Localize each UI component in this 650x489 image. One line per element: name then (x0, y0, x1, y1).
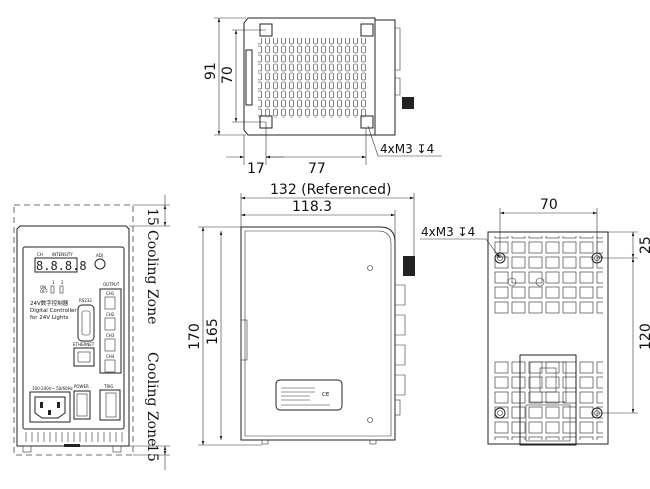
back-grid-bottom (493, 360, 603, 440)
front-view-panel-switch-1: 1 (52, 280, 55, 285)
dip-switch-1[interactable] (50, 285, 55, 294)
output-channels: CH1 CH2 CH3 CH4 (104, 291, 116, 373)
title-line2: for 24V Lights (30, 315, 69, 321)
front-view-panel-trig-label: TRIG (103, 384, 114, 389)
title-line1: Digital Controller (30, 308, 77, 314)
dip-switch-2[interactable] (59, 285, 64, 294)
back-grid-top (493, 236, 603, 314)
title-cn: 24V数字控制器 (30, 299, 69, 307)
ce-mark: CE (322, 392, 330, 398)
side-view-body (240, 226, 396, 441)
back-view: 70 25 120 4xM3 ↧4 (420, 197, 650, 446)
front-view-panel-on-label: ON (40, 285, 46, 290)
dim-91: 91 (203, 62, 219, 80)
dim-17: 17 (247, 161, 265, 177)
ethernet-port[interactable] (73, 347, 95, 367)
output-ch2[interactable] (104, 317, 116, 331)
front-view-panel-channels-0: CH1 (106, 291, 115, 296)
top-view-body (243, 17, 376, 136)
adj-label: ADJ (96, 253, 103, 258)
front-view-panel-switch-2: 2 (61, 280, 64, 285)
cooling-top-dim: 15 (144, 208, 160, 226)
mount-hole (360, 115, 374, 129)
top-view-rear-panel (375, 19, 396, 136)
dim-120: 120 (638, 323, 650, 350)
front-view-panel-off-label: OFF (40, 289, 48, 294)
back-view-body (487, 231, 609, 445)
vent-pattern (258, 38, 368, 118)
front-view-panel-channels-2: CH3 (106, 333, 115, 338)
dim-back-70: 70 (540, 197, 558, 213)
led-display (34, 257, 78, 273)
top-view-bracket (245, 49, 253, 106)
front-view-panel-power-label: POWER (74, 384, 89, 389)
side-view-knob (403, 256, 415, 276)
front-view-panel-channels-3: CH4 (106, 354, 115, 359)
ch-label: CH (37, 252, 43, 257)
power-inlet (29, 391, 71, 423)
mount-hole (360, 23, 374, 37)
trig-terminal[interactable] (99, 389, 121, 421)
cooling-zone-bottom: Cooling Zone (144, 352, 160, 446)
dim-70: 70 (220, 66, 236, 84)
front-view-panel-ethernet-label: ETHERNET (73, 342, 95, 347)
front-view-panel-output-label: OUTPUT (103, 282, 120, 287)
front-view: CH INTENSITY 8.8.8.8 ADJ 1 2 ON OFF 24V数… (13, 195, 170, 470)
dim-170: 170 (187, 323, 203, 350)
dim-165: 165 (205, 318, 221, 345)
led-digits: 8.8.8.8 (36, 259, 87, 273)
rs232-port[interactable] (77, 304, 95, 342)
cooling-zone-top: Cooling Zone (144, 230, 160, 324)
dim-132: 132 (Referenced) (270, 182, 391, 198)
top-view: 91 70 17 77 4xM3 ↧4 (203, 17, 442, 177)
front-panel (22, 246, 125, 430)
side-view: CE 132 (Referenced) 118.3 170 165 (187, 182, 415, 446)
output-block (99, 288, 122, 374)
din-rail-clip (519, 354, 577, 446)
output-ch1[interactable] (104, 296, 116, 310)
top-view-knob (402, 97, 414, 109)
front-view-panel-channels-1: CH2 (106, 312, 115, 317)
front-view-body (16, 225, 130, 447)
power-input-label: 100-240V~ 50/60Hz (32, 386, 73, 391)
top-hole-callout: 4xM3 ↧4 (380, 142, 434, 156)
dim-25: 25 (638, 236, 650, 254)
front-view-panel-rs232-label: RS232 (79, 298, 92, 303)
power-switch[interactable] (73, 390, 91, 420)
product-label (275, 379, 343, 411)
cooling-zone-outline (13, 204, 134, 456)
cooling-bottom-dim: 15 (144, 444, 160, 462)
dim-77: 77 (308, 161, 326, 177)
output-ch3[interactable] (104, 338, 116, 352)
adj-knob[interactable] (94, 258, 106, 270)
back-hole-callout: 4xM3 ↧4 (421, 225, 475, 239)
dim-118: 118.3 (292, 199, 332, 215)
fin-row (22, 432, 123, 453)
intensity-label: INTENSITY (52, 252, 73, 257)
output-ch4[interactable] (104, 359, 116, 373)
